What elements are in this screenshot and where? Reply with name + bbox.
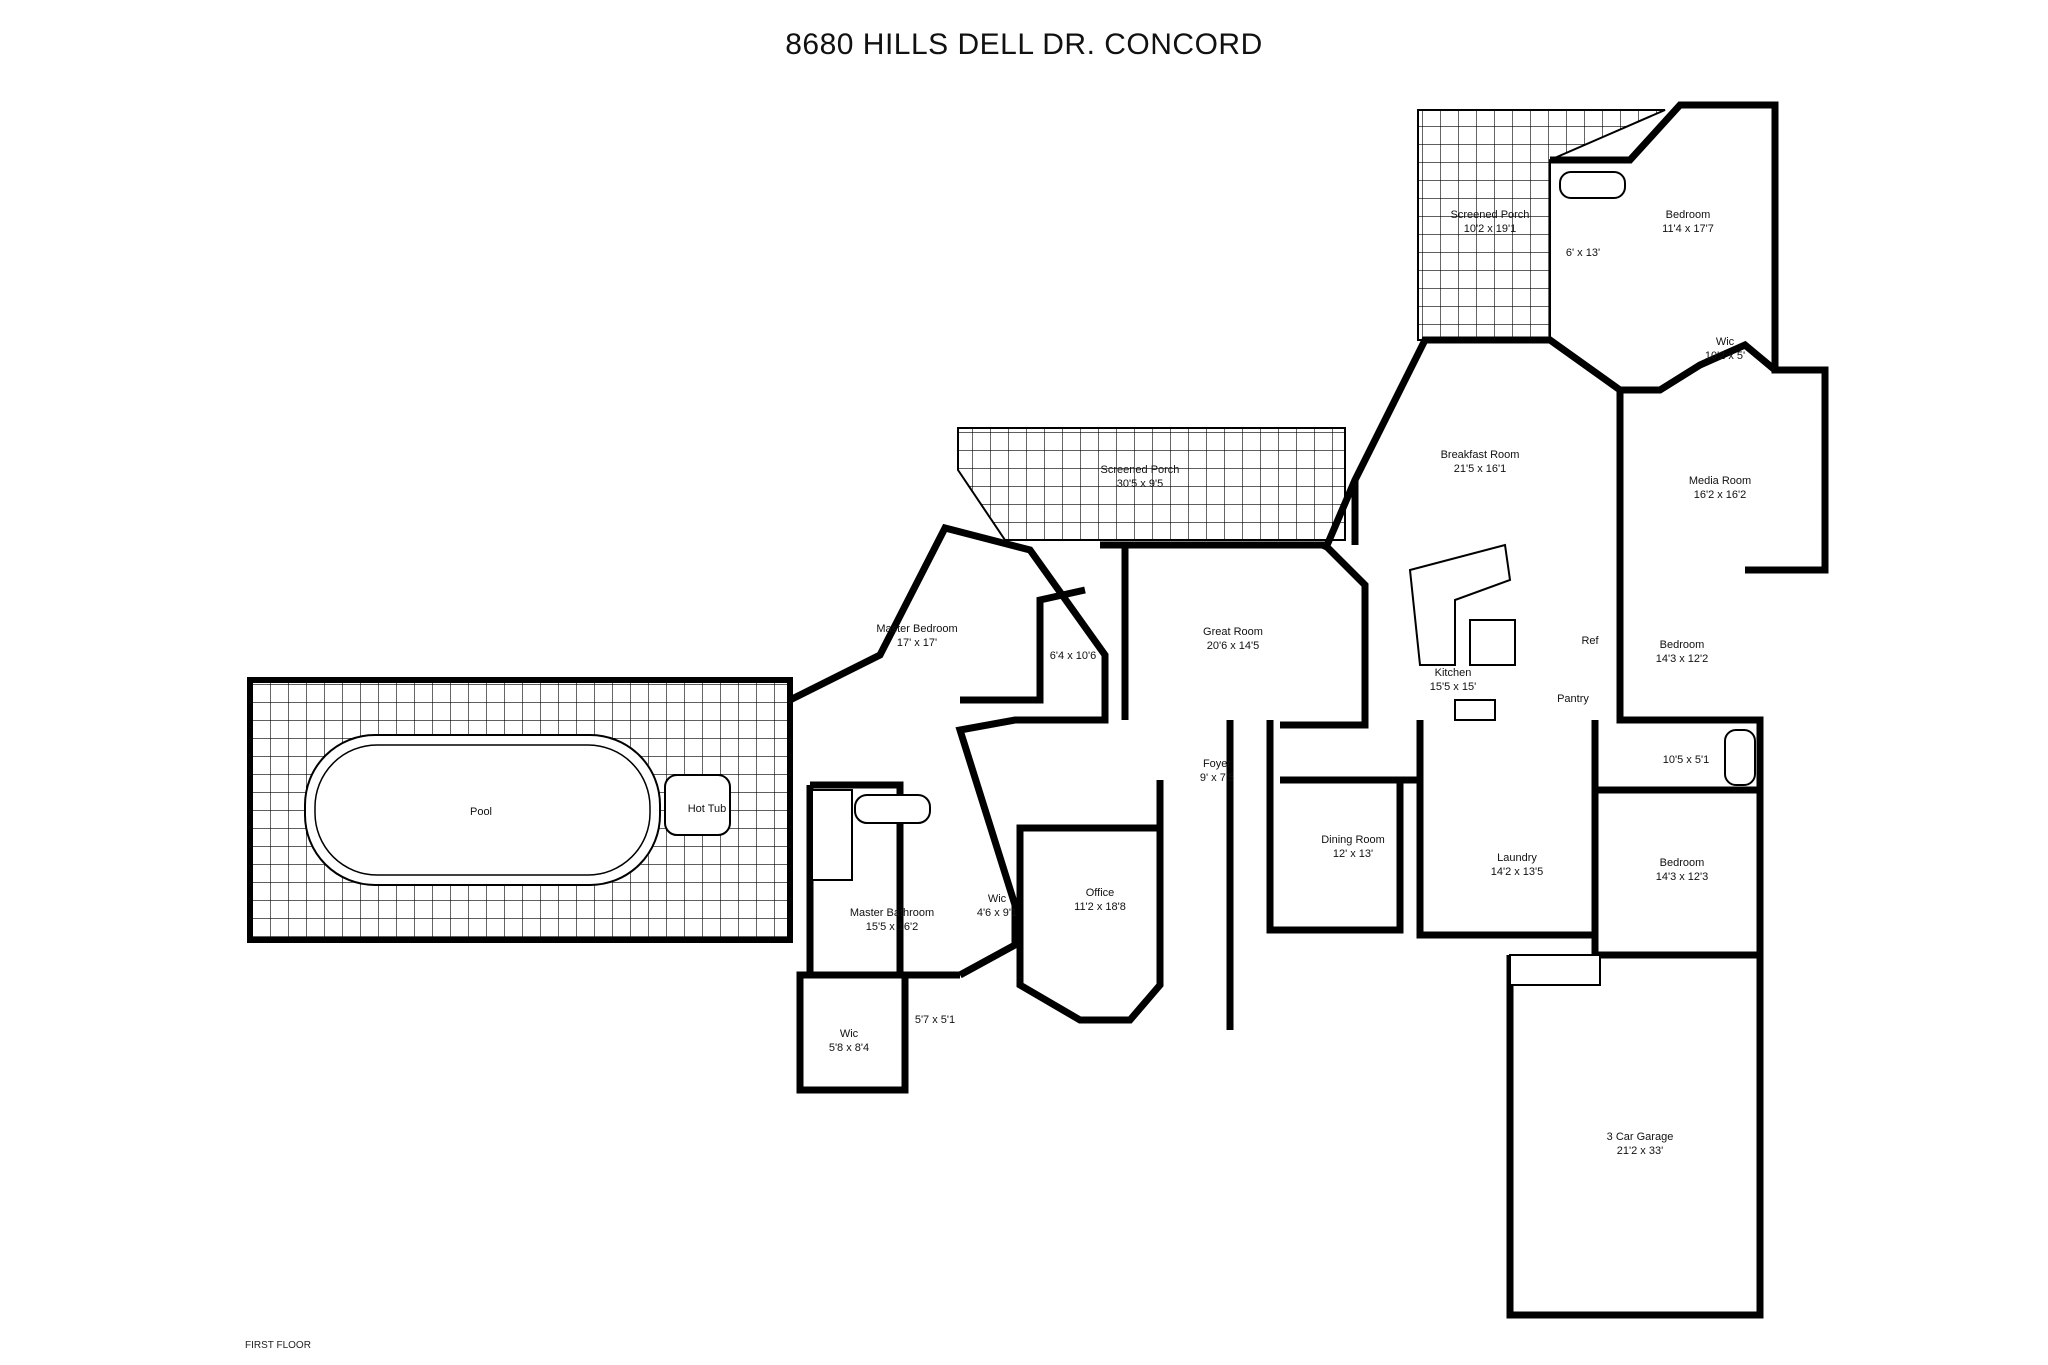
room-name: Screened Porch	[1451, 209, 1530, 221]
room-name: Breakfast Room	[1441, 449, 1520, 461]
room-name: Master Bedroom	[876, 623, 957, 635]
room-name: Foyer	[1203, 758, 1231, 770]
tub-upper-bath	[1559, 171, 1626, 199]
room-name: 10'5 x 5'1	[1663, 754, 1709, 766]
room-dim: 16'2 x 16'2	[1694, 489, 1747, 501]
kitchen-range	[1454, 699, 1496, 721]
room-name: 5'7 x 5'1	[915, 1014, 955, 1026]
room-dim: 21'5 x 16'1	[1454, 463, 1507, 475]
room-name: Laundry	[1497, 852, 1537, 864]
room-dim: 11'4 x 17'7	[1662, 223, 1714, 235]
room-dim: 9' x 7'5	[1200, 772, 1234, 784]
tub-hall-bath	[1724, 729, 1756, 786]
room-name: Kitchen	[1435, 667, 1472, 679]
pool	[304, 734, 661, 886]
room-dim: 15'5 x 15'	[1430, 681, 1476, 693]
walls	[788, 101, 1829, 1319]
room-name: Bedroom	[1660, 639, 1705, 651]
room-name: Pool	[470, 806, 492, 818]
kitchen-island-2	[1469, 619, 1516, 666]
room-name: 6'4 x 10'6	[1050, 650, 1096, 662]
tiled-areas	[247, 109, 1666, 943]
room-dim: 15'5 x 16'2	[866, 921, 919, 933]
room-name: 6' x 13'	[1566, 247, 1600, 259]
room-dim: 14'3 x 12'3	[1656, 871, 1709, 883]
room-name: Office	[1086, 887, 1115, 899]
floor-label: FIRST FLOOR	[245, 1340, 311, 1351]
fixtures	[811, 171, 1756, 986]
room-name: Bedroom	[1660, 857, 1705, 869]
room-labels: Screened Porch 10'2 x 19'1 6' x 13' Bedr…	[470, 209, 1751, 1157]
room-dim: 4'6 x 9'1	[977, 907, 1017, 919]
room-dim: 10'2 x 5'	[1705, 350, 1745, 362]
pool-inner	[314, 744, 651, 876]
room-dim: 10'2 x 19'1	[1464, 223, 1517, 235]
room-dim: 17' x 17'	[897, 637, 937, 649]
shower-master-bath	[811, 789, 853, 881]
kitchen-island	[1408, 543, 1512, 666]
garage-stairs	[1509, 954, 1601, 986]
room-name: Ref	[1581, 635, 1599, 647]
room-name: Master Bathroom	[850, 907, 934, 919]
room-name: Bedroom	[1666, 209, 1711, 221]
plan-title: 8680 HILLS DELL DR. CONCORD	[785, 28, 1263, 61]
room-dim: 20'6 x 14'5	[1207, 640, 1260, 652]
room-name: Wic	[1716, 336, 1735, 348]
room-name: 3 Car Garage	[1607, 1131, 1674, 1143]
room-name: Dining Room	[1321, 834, 1385, 846]
room-name: Pantry	[1557, 693, 1589, 705]
tub-master-bath	[854, 794, 931, 824]
room-name: Hot Tub	[688, 803, 727, 815]
room-dim: 30'5 x 9'5	[1117, 478, 1163, 490]
room-dim: 14'2 x 13'5	[1491, 866, 1544, 878]
upper-screened-porch	[1417, 109, 1666, 341]
room-name: Great Room	[1203, 626, 1263, 638]
rear-screened-porch	[957, 427, 1346, 541]
room-dim: 11'2 x 18'8	[1074, 901, 1126, 913]
room-dim: 12' x 13'	[1333, 848, 1373, 860]
hot-tub	[664, 774, 731, 836]
room-dim: 5'8 x 8'4	[829, 1042, 869, 1054]
room-dim: 14'3 x 12'2	[1656, 653, 1709, 665]
room-name: Screened Porch	[1101, 464, 1180, 476]
room-name: Wic	[840, 1028, 859, 1040]
room-name: Wic	[988, 893, 1007, 905]
room-name: Media Room	[1689, 475, 1751, 487]
room-dim: 21'2 x 33'	[1617, 1145, 1663, 1157]
